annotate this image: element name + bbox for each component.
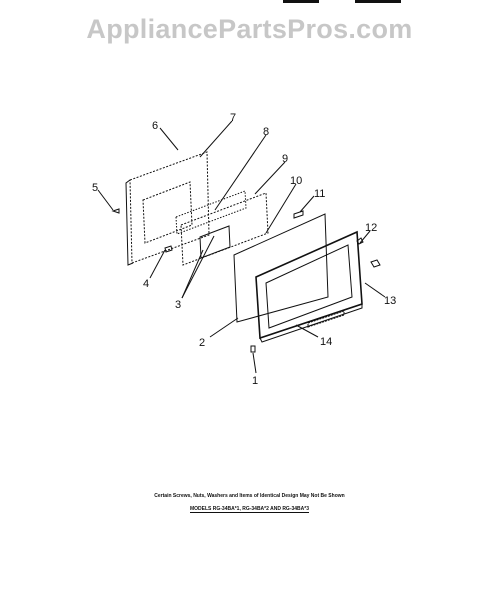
callout-6: 6 bbox=[152, 120, 158, 132]
callout-8: 8 bbox=[263, 126, 269, 138]
outer-door-bottom bbox=[259, 304, 363, 343]
watermark-logo: AppliancePartsPros.com bbox=[86, 14, 413, 44]
inner-door-panel-window bbox=[142, 181, 193, 244]
window-pack bbox=[180, 192, 269, 266]
callout-4: 4 bbox=[143, 278, 149, 290]
door-handle bbox=[307, 310, 345, 328]
callout-13: 13 bbox=[384, 295, 396, 307]
callout-9: 9 bbox=[282, 153, 288, 165]
callout-11: 11 bbox=[314, 188, 325, 200]
header-bar-left bbox=[283, 0, 319, 3]
outer-door-frame bbox=[255, 230, 363, 340]
callout-2: 2 bbox=[199, 337, 205, 349]
model-numbers: MODELS RG-34BA*1, RG-34BA*2 AND RG-34BA*… bbox=[0, 506, 499, 513]
clip-4 bbox=[164, 245, 173, 253]
window-pack-glass bbox=[199, 225, 231, 259]
callout-7: 7 bbox=[230, 112, 236, 124]
screw-5 bbox=[111, 208, 120, 214]
callout-5: 5 bbox=[92, 182, 98, 194]
callout-12: 12 bbox=[365, 222, 377, 234]
callout-3: 3 bbox=[175, 299, 181, 311]
callout-10: 10 bbox=[290, 175, 302, 187]
model-numbers-text: MODELS RG-34BA*1, RG-34BA*2 AND RG-34BA*… bbox=[189, 506, 309, 513]
outer-door-glass bbox=[265, 244, 353, 329]
inner-door-panel bbox=[129, 151, 210, 264]
header-bar-right bbox=[355, 0, 401, 3]
callout-1: 1 bbox=[252, 375, 258, 387]
screw-1 bbox=[250, 345, 256, 353]
clip-11 bbox=[293, 210, 304, 219]
footnote: Certain Screws, Nuts, Washers and Items … bbox=[154, 493, 345, 499]
callout-14: 14 bbox=[320, 336, 332, 348]
hinge-pin-13 bbox=[370, 259, 381, 268]
inner-door-panel-edge bbox=[125, 179, 134, 266]
inner-glass bbox=[233, 213, 329, 323]
bracket-12 bbox=[356, 237, 364, 245]
